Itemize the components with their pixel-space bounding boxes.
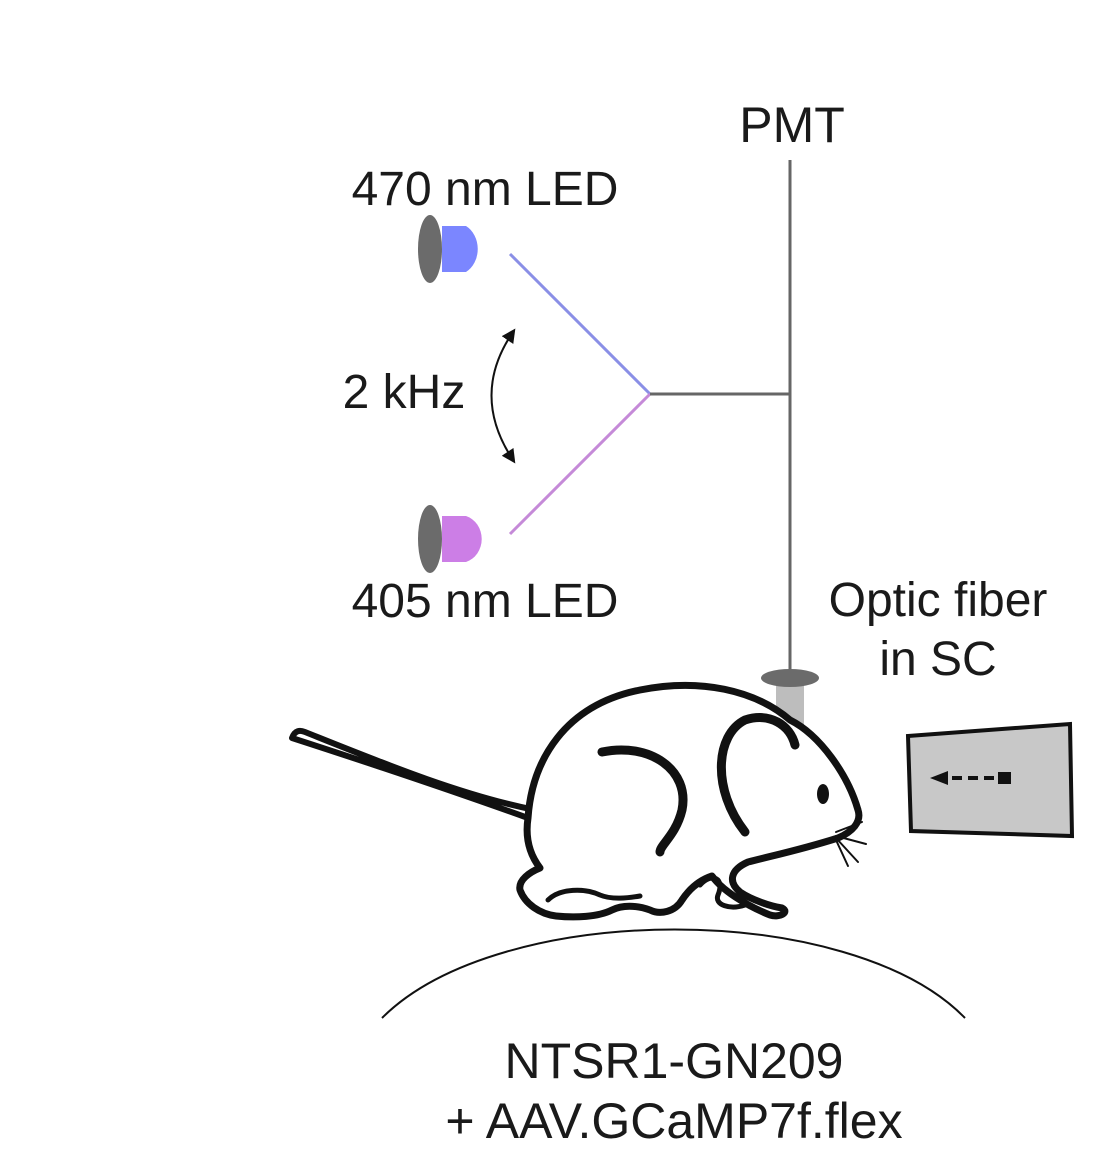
frequency-label: 2 kHz (343, 366, 466, 419)
blue-light-path (508, 252, 652, 396)
mouse-eye (817, 784, 829, 804)
led-470-label: 470 nm LED (352, 163, 619, 216)
optic-fiber-location-label: in SC (879, 633, 996, 686)
led-470-base (418, 215, 442, 283)
mouse-haunch (597, 745, 688, 857)
mouse-line-label: NTSR1-GN209 (505, 1033, 844, 1089)
mouse-body (516, 681, 863, 921)
led-405-icon (418, 505, 482, 573)
led-405-label: 405 nm LED (352, 575, 619, 628)
curved-double-arrow-icon (490, 328, 516, 464)
led-405-base (418, 505, 442, 573)
stimulus-arrowhead (930, 771, 948, 785)
mouse-icon (289, 681, 867, 921)
dashed-left-arrow-icon (930, 771, 1011, 785)
mouse-front-leg (697, 875, 748, 910)
virus-label: + AAV.GCaMP7f.flex (445, 1093, 902, 1149)
led-470-bulb (442, 226, 478, 272)
fiber-cannula-icon (761, 669, 819, 738)
pmt-label: PMT (739, 97, 845, 153)
led-405-bulb (442, 516, 482, 562)
cannula-cap (761, 669, 819, 687)
violet-light-path (508, 392, 652, 536)
mouse-tail (289, 727, 538, 821)
mouse-ear (716, 713, 800, 837)
optic-fiber-label: Optic fiber (829, 574, 1048, 627)
treadmill-ball-arc (381, 928, 966, 1019)
stimulus-square (998, 772, 1011, 784)
led-470-icon (418, 215, 478, 283)
mouse-hind-foot (545, 887, 643, 903)
mouse-whiskers (835, 821, 867, 867)
